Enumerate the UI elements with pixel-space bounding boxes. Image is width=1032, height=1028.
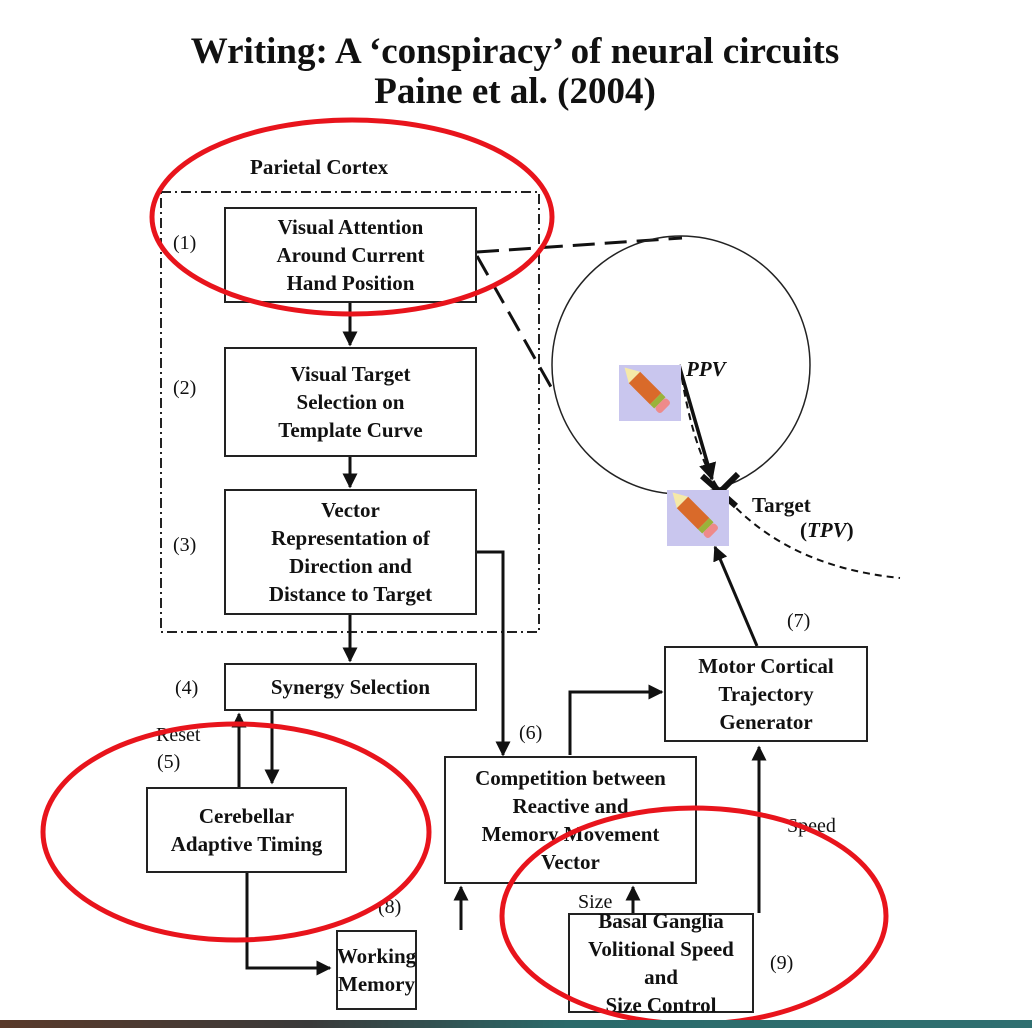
- tpv-text: TPV: [807, 518, 847, 542]
- node-working-memory: Working Memory: [336, 930, 417, 1010]
- ppv-to-target-arrow: [677, 364, 717, 481]
- tpv-label: (TPV): [800, 518, 854, 542]
- node-synergy-selection: Synergy Selection: [224, 663, 477, 711]
- node-number-2: (2): [173, 377, 197, 399]
- arrow-6-to-7: [568, 684, 664, 755]
- slide-subtitle-citation: Paine et al. (2004): [374, 71, 656, 112]
- node-motor-cortical: Motor Cortical Trajectory Generator: [664, 646, 868, 742]
- pencil-icon-current: [619, 365, 681, 421]
- slide-title: Writing: A ‘conspiracy’ of neural circui…: [190, 31, 840, 72]
- node-number-1: (1): [173, 232, 197, 254]
- bottom-taskbar-strip: [0, 1020, 1032, 1028]
- attention-line-bottom: [475, 255, 557, 395]
- node-basal-ganglia: Basal Ganglia Volitional Speed and Size …: [568, 909, 754, 1017]
- template-curve: [679, 365, 901, 579]
- arrow-7-to-target: [713, 545, 759, 647]
- pencil-icon-target: [667, 490, 729, 546]
- arrow-5-to-8: [245, 873, 332, 976]
- arrow-3-to-6: [476, 550, 511, 757]
- parietal-cortex-label: Parietal Cortex: [250, 155, 389, 179]
- node-cerebellar-timing: Cerebellar Adaptive Timing: [146, 787, 347, 873]
- node-visual-target-selection: Visual Target Selection on Template Curv…: [224, 347, 477, 457]
- edge-label-reset: Reset: [156, 724, 201, 746]
- node-competition: Competition between Reactive and Memory …: [444, 756, 697, 884]
- edge-label-speed: Speed: [787, 815, 836, 837]
- target-label: Target: [752, 493, 811, 517]
- node-number-5: (5): [157, 751, 181, 773]
- node-number-3: (3): [173, 534, 197, 556]
- node-number-9: (9): [770, 952, 794, 974]
- ppv-label: PPV: [686, 357, 726, 381]
- node-vector-representation: Vector Representation of Direction and D…: [224, 489, 477, 615]
- node-number-8: (8): [378, 896, 402, 918]
- node-visual-attention: Visual Attention Around Current Hand Pos…: [224, 207, 477, 303]
- node-number-6: (6): [519, 722, 543, 744]
- node-number-4: (4): [175, 677, 199, 699]
- node-number-7: (7): [787, 610, 811, 632]
- edge-label-size: Size: [578, 891, 613, 913]
